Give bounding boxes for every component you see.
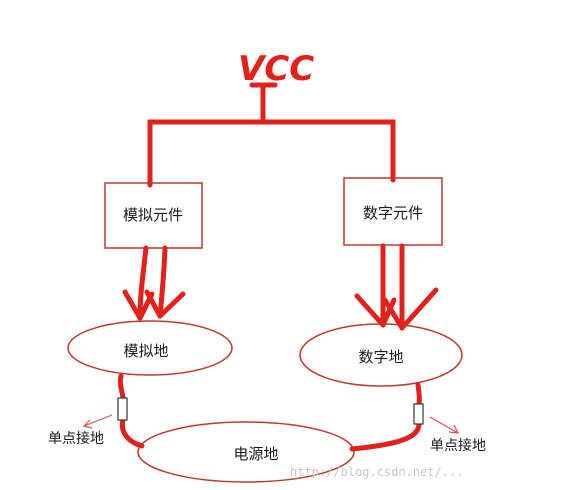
single-point-label-left: 单点接地 <box>48 430 104 447</box>
digital-component-box <box>343 177 443 246</box>
analog-current-arrows <box>122 245 186 321</box>
digital-ground-ellipse <box>299 323 463 387</box>
digital-component-label: 数字元件 <box>363 204 423 222</box>
analog-component-label: 模拟元件 <box>123 206 183 224</box>
single-point-label-right: 单点接地 <box>430 437 486 454</box>
power-ground-ellipse <box>137 421 355 483</box>
analog-ground-ellipse <box>67 320 233 376</box>
vcc-label: VCC <box>238 49 314 89</box>
analog-component-box <box>104 182 203 249</box>
right-ground-resistor <box>413 403 424 425</box>
digital-ground-label: 数字地 <box>358 348 403 366</box>
analog-ground-label: 模拟地 <box>123 342 168 360</box>
power-rail <box>147 82 396 188</box>
right-ground-link <box>349 382 422 452</box>
left-ground-link <box>117 373 145 449</box>
left-ground-resistor <box>117 397 128 421</box>
annotation-arrows <box>82 414 460 434</box>
watermark-text: http://blog.csdn.net/... <box>290 465 463 479</box>
power-ground-label: 电源地 <box>233 445 278 463</box>
digital-current-arrows <box>354 243 439 331</box>
